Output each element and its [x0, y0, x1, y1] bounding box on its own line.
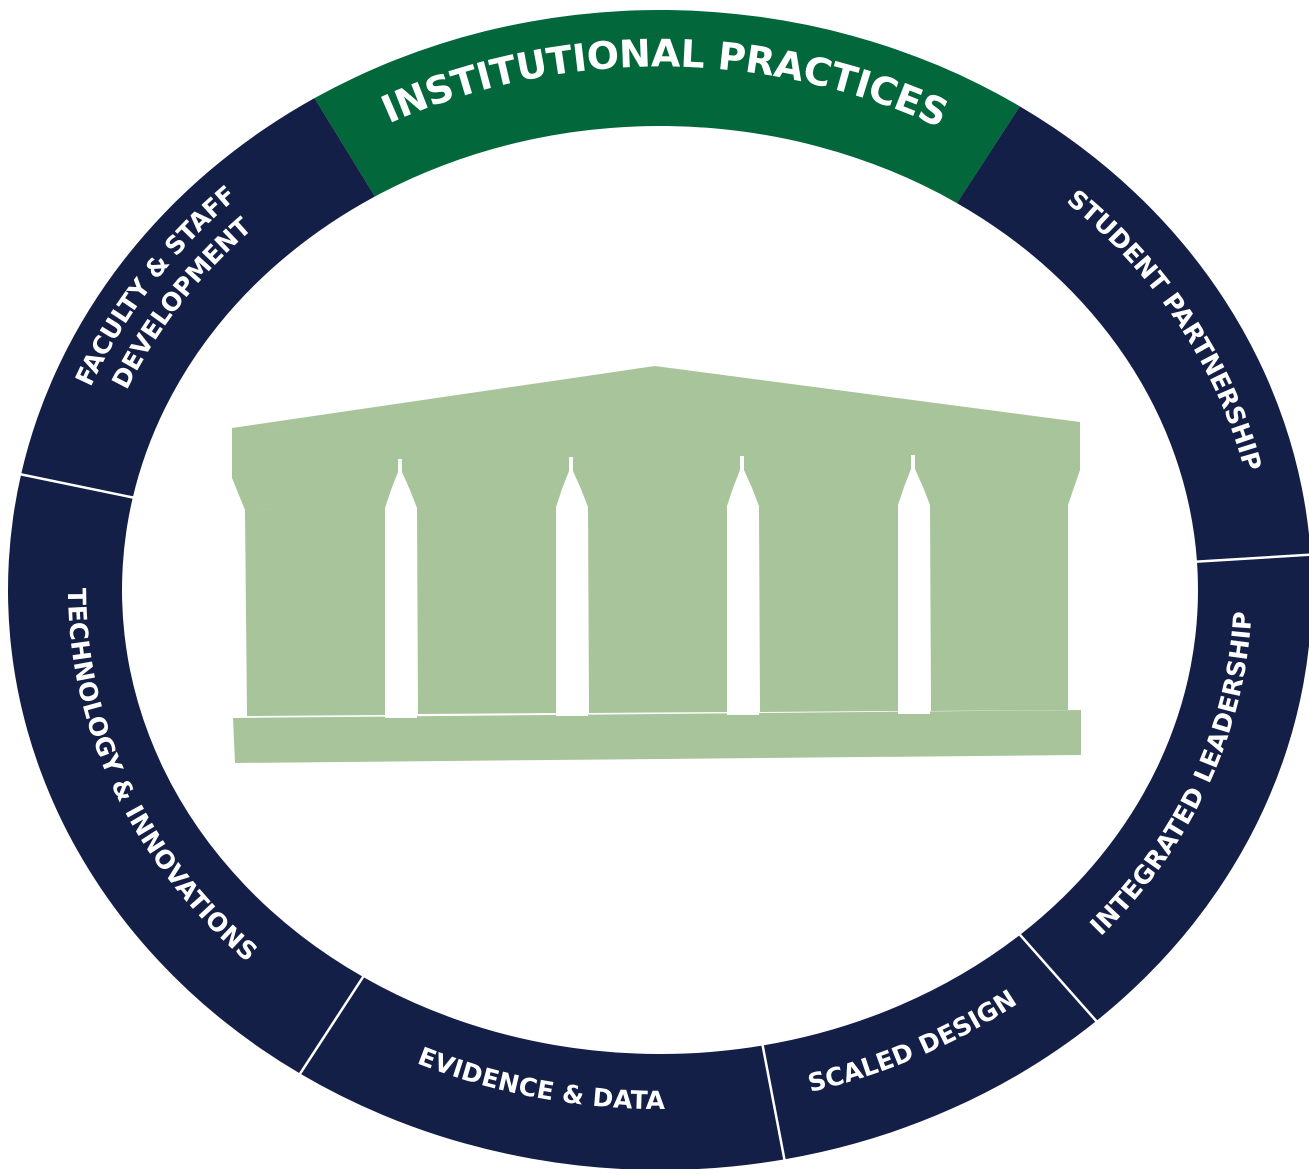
- building-column-5: [930, 505, 1068, 711]
- building-entablature: [232, 423, 1080, 510]
- segment-divider: [1194, 553, 1309, 564]
- ring: [7, 10, 1309, 1170]
- segment-divider: [297, 974, 366, 1077]
- column-gaps: [385, 455, 930, 718]
- segment-dividers: [18, 472, 1309, 1162]
- classical-building-icon: [232, 366, 1081, 763]
- segment-institutional-practices: [314, 10, 1020, 204]
- building-column-4: [759, 505, 898, 712]
- segment-divider: [1017, 932, 1099, 1024]
- building-column-3: [588, 506, 727, 713]
- building-column-2: [417, 507, 556, 714]
- segment-technology-innovations: [7, 474, 364, 1074]
- building-base: [233, 710, 1081, 763]
- segment-scaled-design: [762, 934, 1097, 1160]
- segment-integrated-leadership: [1019, 554, 1309, 1022]
- segment-faculty-staff-development: [21, 98, 375, 498]
- segment-divider: [18, 472, 136, 500]
- segment-student-partnership: [956, 106, 1309, 562]
- building-pediment: [232, 366, 1080, 430]
- segment-evidence-data: [300, 976, 785, 1170]
- building-column-1: [245, 508, 385, 716]
- segment-divider: [761, 1043, 787, 1162]
